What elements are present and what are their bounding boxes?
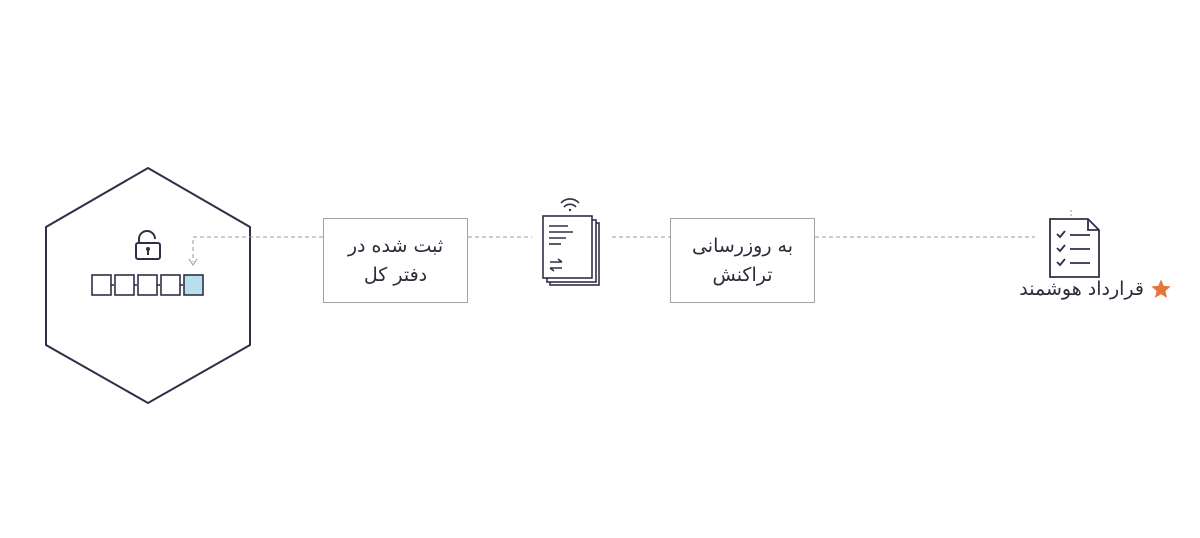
recorded-in-ledger-box: ثبت شده در دفتر کل xyxy=(323,218,468,303)
smart-contract-label: قرارداد هوشمند xyxy=(1019,278,1144,300)
chain-block xyxy=(91,274,112,296)
transaction-update-box: به روزرسانی تراکنش xyxy=(670,218,815,303)
smart-contract-caption: قرارداد هوشمند xyxy=(1019,278,1172,300)
connector-ledger-to-chain xyxy=(192,236,323,262)
checklist-document-icon xyxy=(1049,210,1100,278)
chain-block xyxy=(114,274,135,296)
chain-block xyxy=(160,274,181,296)
update-box-line-1: به روزرسانی xyxy=(691,234,794,257)
block-chain-icon xyxy=(91,274,204,296)
chain-block xyxy=(137,274,158,296)
star-icon xyxy=(1151,279,1171,298)
padlock-open-icon xyxy=(135,230,161,260)
connector-arrowhead xyxy=(188,258,198,266)
chain-block-highlighted xyxy=(183,274,204,296)
wireless-document-stack-icon xyxy=(542,198,600,286)
ledger-box-line-2: دفتر کل xyxy=(363,263,428,286)
update-box-line-2: تراکنش xyxy=(712,263,773,286)
ledger-box-line-1: ثبت شده در xyxy=(347,234,444,257)
